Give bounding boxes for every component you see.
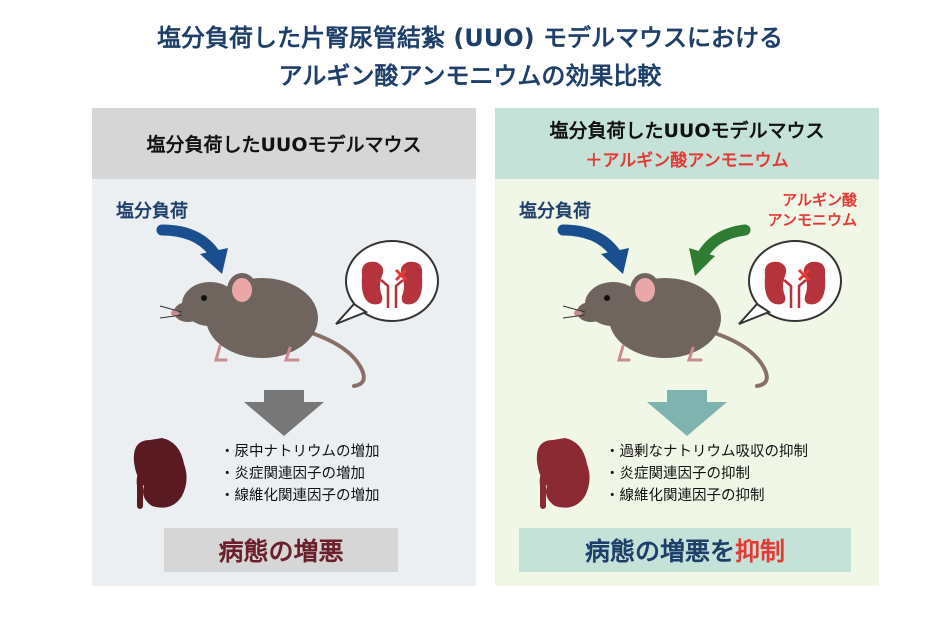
- left-panel-header: 塩分負荷したUUOモデルマウス: [92, 108, 476, 179]
- right-salt-label: 塩分負荷: [519, 201, 591, 222]
- right-result-text: 病態の増悪を: [584, 537, 735, 566]
- mouse-icon: [562, 273, 769, 388]
- kidney-icon: [133, 438, 187, 509]
- right-panel-header: 塩分負荷したUUOモデルマウス ＋アルギン酸アンモニウム: [495, 108, 879, 179]
- right-panel-header-sub: ＋アルギン酸アンモニウム: [585, 151, 789, 171]
- left-panel: 塩分負荷したUUOモデルマウス 塩分負荷: [92, 108, 476, 586]
- down-arrow-icon: [244, 390, 324, 436]
- left-illustration: [133, 224, 439, 509]
- left-salt-label: 塩分負荷: [116, 201, 188, 222]
- mouse-icon: [159, 273, 366, 388]
- kidney-speech-bubble-icon: [335, 240, 439, 325]
- list-item: ・線維化関連因子の抑制: [605, 488, 765, 504]
- list-item: ・尿中ナトリウムの増加: [220, 444, 380, 460]
- kidney-icon: [536, 438, 590, 509]
- down-arrow-icon: [647, 390, 727, 436]
- right-treatment-label: アルギン酸 アンモニウム: [768, 190, 857, 230]
- curved-arrow-icon: [689, 224, 751, 276]
- left-result-box: 病態の増悪: [164, 528, 398, 572]
- treatment-label-line-1: アルギン酸: [782, 191, 857, 209]
- curved-arrow-icon: [156, 224, 228, 274]
- curved-arrow-icon: [557, 224, 629, 274]
- right-bullet-list: ・過剰なナトリウム吸収の抑制 ・炎症関連因子の抑制 ・線維化関連因子の抑制: [605, 441, 808, 507]
- right-result-box: 病態の増悪を抑制: [519, 528, 851, 572]
- list-item: ・線維化関連因子の増加: [220, 488, 380, 504]
- list-item: ・炎症関連因子の増加: [220, 466, 365, 482]
- right-result-highlight: 抑制: [735, 537, 786, 566]
- left-result-text: 病態の増悪: [218, 537, 344, 566]
- list-item: ・過剰なナトリウム吸収の抑制: [605, 444, 808, 460]
- list-item: ・炎症関連因子の抑制: [605, 466, 750, 482]
- title-line-2: アルギン酸アンモニウムの効果比較: [278, 62, 662, 90]
- treatment-label-line-2: アンモニウム: [767, 211, 857, 229]
- right-panel-header-text: 塩分負荷したUUOモデルマウス: [549, 120, 825, 142]
- left-bullet-list: ・尿中ナトリウムの増加 ・炎症関連因子の増加 ・線維化関連因子の増加: [220, 441, 380, 507]
- left-panel-header-text: 塩分負荷したUUOモデルマウス: [146, 134, 422, 156]
- right-illustration: [536, 224, 842, 509]
- right-panel: 塩分負荷したUUOモデルマウス ＋アルギン酸アンモニウム 塩分負荷 アルギン酸 …: [495, 108, 879, 586]
- title-line-1: 塩分負荷した片腎尿管結紮 (UUO) モデルマウスにおける: [156, 24, 784, 52]
- kidney-speech-bubble-icon: [738, 240, 842, 325]
